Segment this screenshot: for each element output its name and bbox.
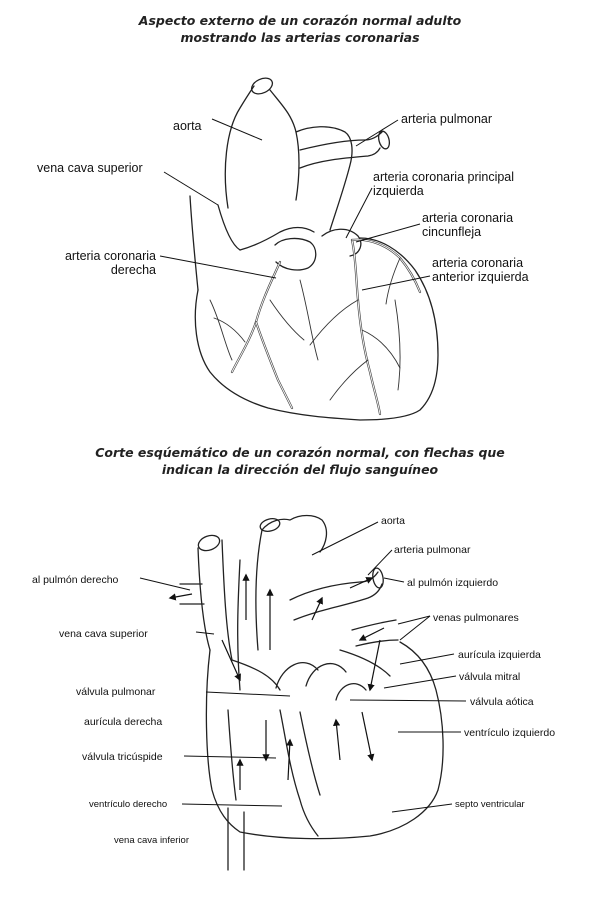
label-line: arteria coronaria [64, 249, 156, 263]
top-title-line-1: Aspecto externo de un corazón normal adu… [138, 13, 462, 28]
label-valvula-mitral: válvula mitral [459, 671, 521, 683]
top-title-line-2: mostrando las arterias coronarias [180, 30, 420, 45]
label-aorta-top: aorta [173, 119, 202, 133]
label-auricula-izquierda: aurícula izquierda [458, 649, 541, 661]
label-pulmon-derecho: al pulmón derecho [32, 574, 119, 586]
label-coronaria-circunfleja: arteria coronaria cincunfleja [422, 211, 513, 239]
coronary-arteries [213, 238, 422, 416]
top-figure-title: Aspecto externo de un corazón normal adu… [0, 12, 600, 46]
label-aorta-bottom: aorta [381, 515, 405, 527]
label-valvula-pulmonar: válvula pulmonar [76, 686, 156, 698]
external-heart-illustration [159, 77, 439, 421]
bottom-title-line-1: Corte esqúemático de un corazón normal, … [95, 445, 505, 460]
label-vena-cava-inferior: vena cava inferior [114, 835, 189, 846]
section-outline [179, 514, 444, 871]
label-line: arteria coronaria principal [373, 170, 515, 184]
label-arteria-pulmonar-bottom: arteria pulmonar [394, 544, 471, 556]
label-septo-ventricular: septo ventricular [455, 799, 525, 810]
label-auricula-derecha: aurícula derecha [84, 716, 163, 728]
label-line: derecha [110, 263, 156, 277]
heart-outline [189, 77, 439, 421]
label-vena-cava-superior-bottom: vena cava superior [59, 628, 148, 640]
bottom-figure-title: Corte esqúemático de un corazón normal, … [0, 444, 600, 478]
label-line: arteria coronaria [422, 211, 514, 225]
label-pulmon-izquierdo: al pulmón izquierdo [407, 577, 499, 589]
label-valvula-aotica: válvula aótica [470, 696, 534, 708]
label-valvula-tricuspide: válvula tricúspide [82, 751, 163, 763]
label-coronaria-anterior-izquierda: arteria coronaria anterior izquierda [432, 256, 529, 284]
flow-arrows [168, 573, 385, 790]
label-line: cincunfleja [422, 225, 482, 239]
label-line: anterior izquierda [432, 270, 529, 284]
bottom-title-line-2: indican la dirección del flujo sanguíneo [161, 462, 439, 477]
label-coronaria-derecha: arteria coronaria derecha [48, 249, 156, 277]
label-arteria-pulmonar-top: arteria pulmonar [401, 112, 493, 126]
label-line: arteria coronaria [432, 256, 524, 270]
label-venas-pulmonares: venas pulmonares [433, 612, 519, 624]
label-line: izquierda [373, 184, 424, 198]
bottom-leader-lines [139, 521, 467, 813]
top-leader-lines [159, 118, 431, 291]
label-coronaria-principal-izquierda: arteria coronaria principal izquierda [373, 170, 514, 198]
label-vena-cava-superior-top: vena cava superior [37, 161, 143, 175]
label-ventriculo-derecho: ventrículo derecho [89, 799, 168, 810]
label-ventriculo-izquierdo: ventrículo izquierdo [464, 727, 556, 739]
